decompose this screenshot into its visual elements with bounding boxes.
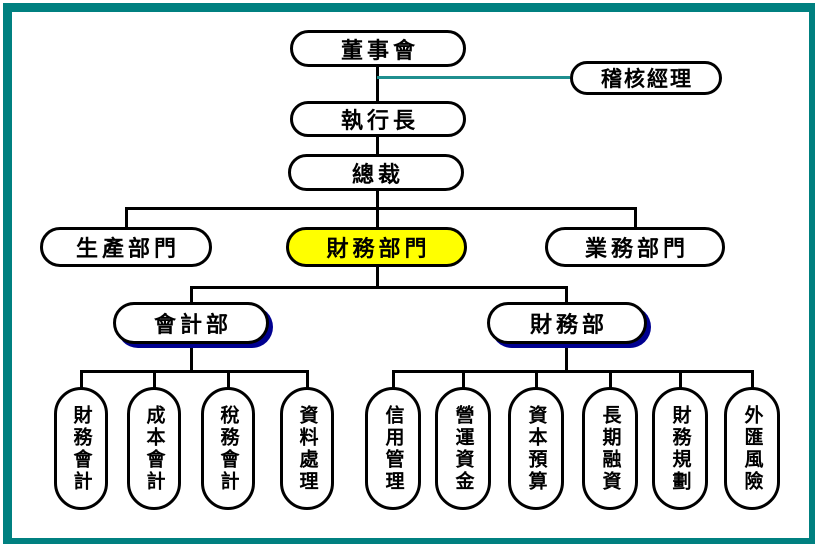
leaf-label: 成本會計 [143,404,166,493]
node-audit-manager-label: 稽核經理 [601,67,693,91]
node-finance-division: 財務部門 [286,227,467,267]
branch-accounting-functions [80,370,309,373]
connector-ceo-president [376,137,379,155]
leaf-label: 信用管理 [382,404,405,493]
branch-depts [190,286,568,289]
connector-finance-branch2 [376,267,379,288]
connector-president-branch [376,191,379,209]
leaf-label: 營運資金 [452,404,475,493]
connector-board-ceo [376,66,379,101]
node-finance-fn-capital-budget: 資本預算 [508,387,564,510]
node-board: 董事會 [290,30,466,67]
leaf-label: 財務會計 [70,404,93,493]
drop-production [125,207,128,227]
node-accounting-dept-label: 會計部 [153,313,232,338]
node-finance-fn-fx-risk: 外匯風險 [724,387,780,510]
node-finance-fn-working-capital: 營運資金 [435,387,491,510]
node-production-division-label: 生產部門 [75,237,180,262]
node-accounting-dept: 會計部 [113,302,269,344]
node-president-label: 總裁 [351,162,404,188]
leaf-label: 資本預算 [525,404,548,493]
node-accounting-fn-cost-accounting: 成本會計 [127,387,181,510]
connector-treasury-branch [565,343,568,372]
drop-acct-fn-3 [306,370,309,388]
drop-finance-dept [565,286,568,303]
node-ceo: 執行長 [290,101,466,137]
node-accounting-fn-data-processing: 資料處理 [280,387,334,510]
node-board-label: 董事會 [340,38,419,64]
leaf-label: 財務規劃 [669,404,692,493]
node-accounting-fn-financial-accounting: 財務會計 [54,387,108,510]
node-accounting-fn-tax-accounting: 稅務會計 [201,387,255,510]
leaf-label: 外匯風險 [741,404,764,493]
drop-fin-fn-0 [392,370,395,388]
node-business-division: 業務部門 [545,227,725,267]
node-finance-fn-credit-management: 信用管理 [365,387,421,510]
node-finance-fn-financial-planning: 財務規劃 [652,387,708,510]
node-finance-dept-label: 財務部 [529,313,608,338]
node-president: 總裁 [288,154,464,191]
drop-fin-fn-1 [462,370,465,388]
drop-fin-fn-3 [609,370,612,388]
connector-board-audit [377,76,570,79]
drop-business [634,207,637,227]
drop-acct-fn-2 [227,370,230,388]
drop-accounting-dept [190,286,193,303]
drop-acct-fn-1 [153,370,156,388]
connector-accounting-branch [190,343,193,372]
leaf-label: 資料處理 [296,404,319,493]
drop-fin-fn-5 [751,370,754,388]
branch-finance-functions [392,370,754,373]
node-audit-manager: 稽核經理 [570,61,722,95]
drop-acct-fn-0 [80,370,83,388]
node-production-division: 生產部門 [40,227,212,267]
leaf-label: 長期融資 [599,404,622,493]
node-finance-fn-longterm-financing: 長期融資 [582,387,638,510]
branch-divisions [125,207,637,210]
node-finance-dept: 財務部 [487,302,647,344]
drop-fin-fn-2 [535,370,538,388]
leaf-label: 稅務會計 [217,404,240,493]
drop-finance-division [376,207,379,227]
teal-frame-border [3,3,815,544]
node-finance-division-label: 財務部門 [326,237,431,262]
drop-fin-fn-4 [679,370,682,388]
node-ceo-label: 執行長 [340,109,419,134]
node-business-division-label: 業務部門 [584,237,689,262]
